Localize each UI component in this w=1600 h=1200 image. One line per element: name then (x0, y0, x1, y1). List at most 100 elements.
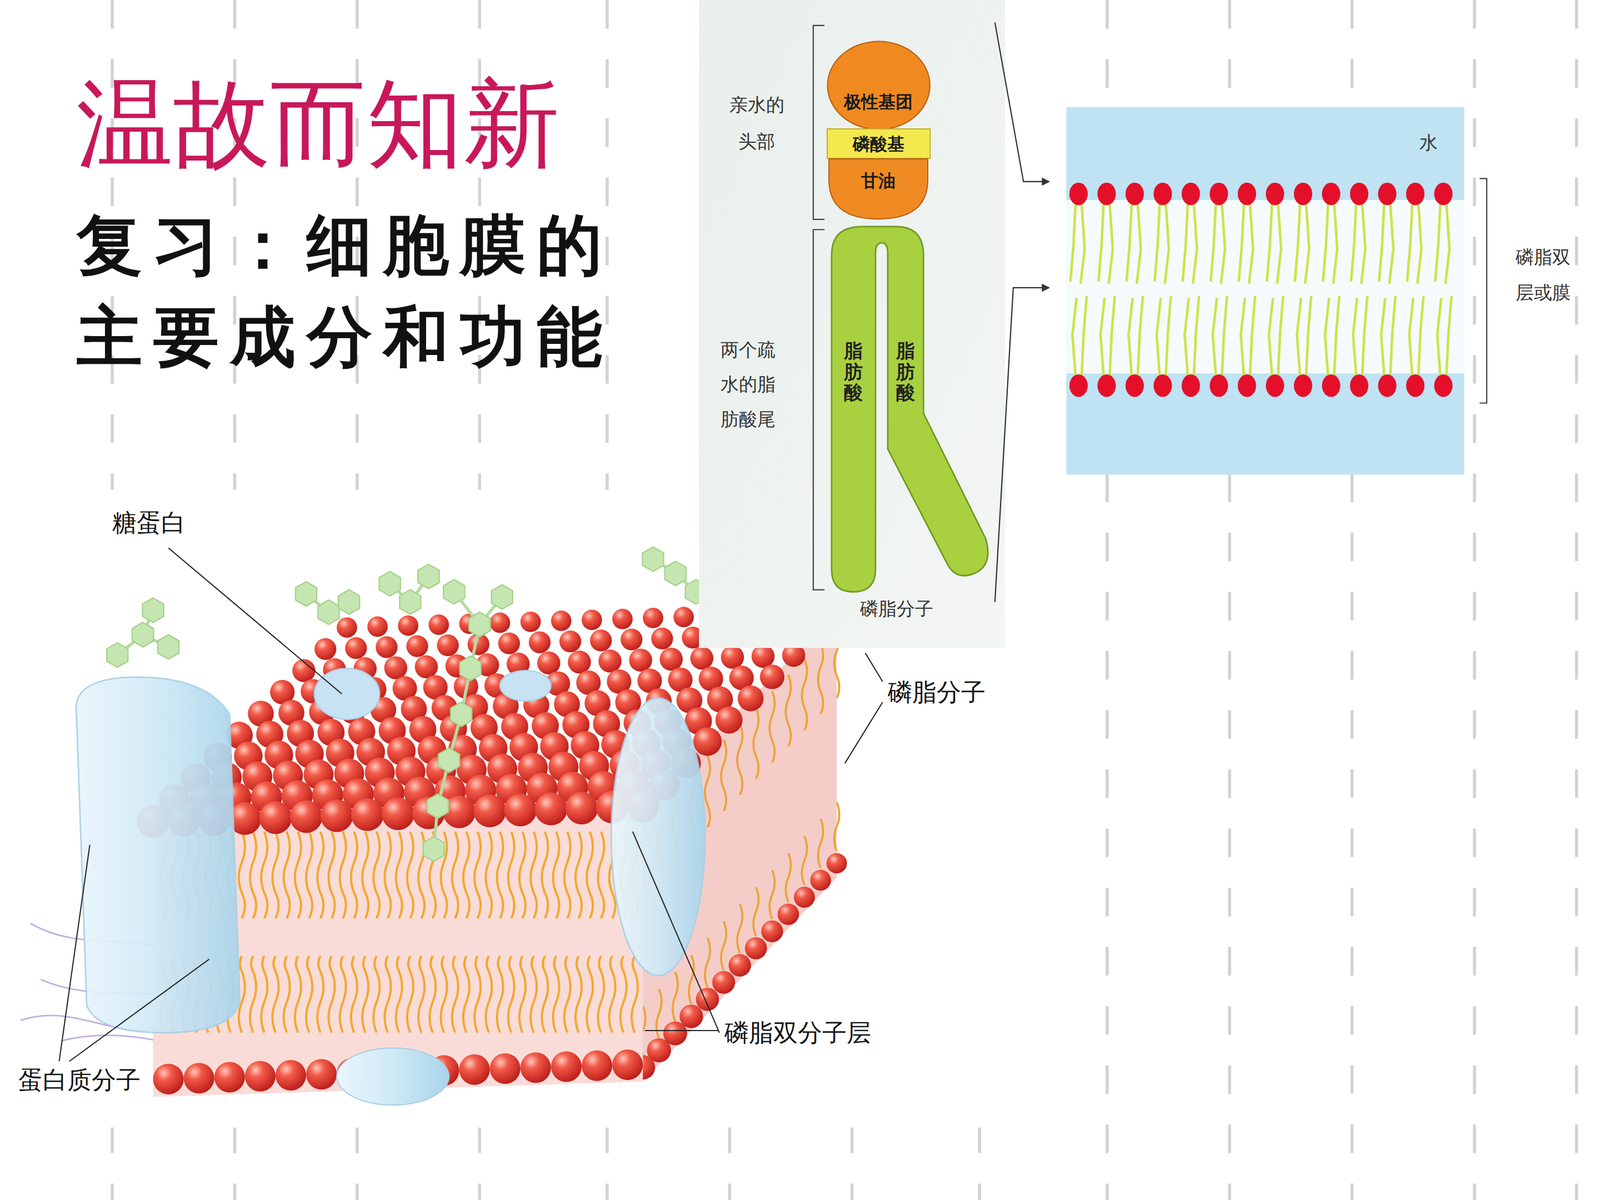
slide-title: 温故而知新 (76, 66, 560, 183)
leader-line (632, 831, 720, 1033)
shape-outline (826, 40, 931, 131)
lipid-head (1209, 182, 1228, 205)
tail-region: 脂肪酸 (831, 306, 875, 439)
lipid-tail (1353, 296, 1368, 376)
lipid-head (381, 797, 415, 830)
subtitle: 复习：细胞膜的 主要成分和功能 (76, 198, 641, 383)
lipid-tail (496, 956, 503, 1033)
lipid-tail (721, 739, 727, 812)
vertical-label: 脂肪酸 (896, 340, 915, 403)
lipid-head (565, 791, 599, 825)
lipid-head (1321, 374, 1340, 397)
lipid-tail (564, 956, 571, 1033)
lipid-tail (609, 956, 616, 1033)
part-label: 甘油 (861, 170, 896, 192)
lipid-head (490, 1053, 521, 1084)
lipid-tail (238, 831, 245, 919)
lipid-tail (463, 956, 470, 1033)
lipid-tail (1070, 203, 1085, 284)
lipid-tail (452, 956, 459, 1033)
part-label: 糖蛋白 (112, 508, 186, 538)
side-label: 两个疏 水的脂 肪酸尾 (720, 332, 782, 438)
lipid-head (351, 798, 384, 832)
leader-line (845, 702, 883, 764)
lipid-tail (1128, 296, 1143, 376)
sugar-ring (399, 590, 421, 615)
lipid-tail (317, 956, 324, 1033)
lipid-tail (753, 707, 759, 779)
lipid-tail (769, 870, 775, 919)
lipid-tail (283, 956, 290, 1033)
lipid-tail (396, 831, 403, 919)
part-label: 磷酸基 (852, 133, 905, 155)
lipid-tail (440, 956, 447, 1033)
fatty-acid-tails (831, 226, 988, 593)
lipid-head (503, 793, 537, 827)
lipid-head (498, 632, 520, 654)
lipid-head (336, 617, 358, 638)
lipid-head (1378, 374, 1397, 397)
part-label: 蛋白质分子 (18, 1065, 141, 1095)
lipid-tail (429, 956, 436, 1033)
sugar-ring (642, 546, 664, 572)
lipid-tail (1268, 296, 1284, 376)
lipid-head (528, 631, 551, 654)
lipid-tail (351, 831, 358, 919)
side-label: 亲水的 头部 (726, 86, 788, 160)
lipid-tail (1437, 296, 1452, 376)
lipid-head (651, 627, 673, 650)
leader-line (69, 959, 210, 1062)
lipid-tail (672, 972, 678, 1022)
lipid-tail (362, 956, 369, 1033)
lipid-tail (1156, 296, 1172, 376)
lipid-tail (1098, 203, 1113, 284)
lipid-tail (485, 956, 492, 1033)
sugar-ring (423, 836, 445, 862)
lipid-head (810, 870, 831, 891)
inset-panel (698, 0, 1005, 648)
lipid-tail (250, 831, 257, 919)
lipid-tail (1381, 296, 1396, 376)
leader-line (59, 845, 90, 1062)
protein (611, 697, 705, 976)
sugar-ring (317, 600, 339, 625)
lipid-head (1069, 182, 1088, 205)
lipid-head (751, 645, 775, 669)
lipid-tail (1378, 203, 1394, 284)
head-dome (828, 158, 928, 219)
lipid-tail (575, 956, 582, 1033)
lipid-tail (597, 831, 604, 919)
lipid-tail (250, 956, 257, 1033)
lipid-head (642, 607, 664, 629)
sugar-ring (468, 612, 490, 637)
head-band (827, 128, 930, 159)
lipid-tail (306, 831, 313, 919)
lipid-tail (541, 831, 548, 919)
lipid-head (375, 636, 398, 658)
lipid-head (793, 886, 815, 908)
part-label: 磷脂分子 (887, 677, 986, 708)
lipid-tail (272, 831, 279, 919)
sugar-ring (468, 612, 490, 637)
lipid-head (306, 1058, 337, 1090)
lipid-tail (261, 831, 268, 919)
sugar-chains (106, 546, 707, 862)
proteins (76, 668, 705, 1105)
lipid-tail (261, 956, 268, 1033)
lipid-head (1069, 374, 1088, 397)
lipid-tail (396, 956, 403, 1033)
pointer-arrow (995, 22, 1049, 182)
sugar-ring (468, 612, 490, 637)
lipid-tail (785, 675, 791, 747)
lipid-tail (272, 956, 279, 1033)
sugar-ring (379, 571, 401, 597)
lipid-tail (530, 831, 537, 919)
lipid-head (620, 628, 643, 650)
lipid-tail (418, 956, 425, 1033)
lipid-tail (485, 831, 492, 919)
lipid-head (397, 615, 419, 637)
lipid-head (320, 799, 354, 833)
lipid-tail (1212, 296, 1228, 376)
lipid-head (490, 612, 511, 634)
lipid-head (696, 987, 720, 1012)
